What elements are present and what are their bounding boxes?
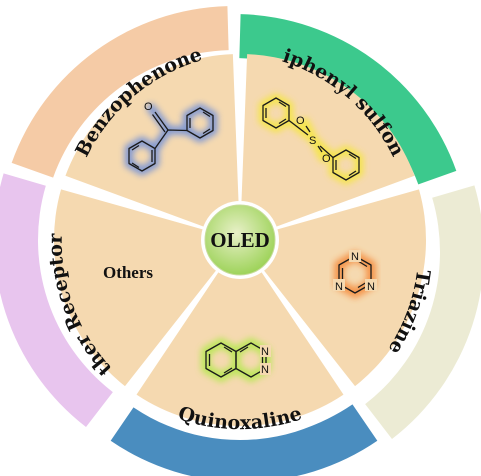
triazine-molecule-icon: N N N	[333, 250, 377, 298]
ring-segment-diphenyl-sulfone	[239, 14, 457, 186]
oxygen-atom-2: O	[322, 153, 331, 165]
ring-segment-triazine	[365, 185, 481, 439]
diphenyl-sulfone-molecule-icon: S O O	[258, 93, 364, 185]
benzophenone-molecule-icon: O	[124, 101, 218, 176]
nitrogen-atom-3: N	[335, 281, 343, 293]
ring-segment-quinoxaline	[110, 404, 378, 476]
nitrogen-atom-1: N	[351, 251, 359, 263]
nitrogen-atom-2: N	[367, 281, 375, 293]
quinoxaline-molecule-icon: N N	[201, 338, 271, 382]
sulfur-atom: S	[309, 135, 316, 147]
nitrogen-atom-q2: N	[261, 364, 269, 376]
center-circle	[204, 204, 276, 276]
ring-segment-benzophenone	[11, 6, 229, 178]
ring-segment-other-receptors	[0, 173, 113, 427]
inner-sector-diphenyl-sulfone	[241, 54, 415, 227]
oxygen-atom-1: O	[296, 115, 305, 127]
nitrogen-atom-q1: N	[261, 346, 269, 358]
center-label: OLED	[210, 228, 270, 252]
others-label: Others	[103, 263, 153, 282]
inner-sector-benzophenone	[65, 54, 239, 227]
inner-sector-others	[53, 189, 217, 387]
outer-ring	[0, 6, 481, 476]
oxygen-atom: O	[144, 101, 153, 113]
